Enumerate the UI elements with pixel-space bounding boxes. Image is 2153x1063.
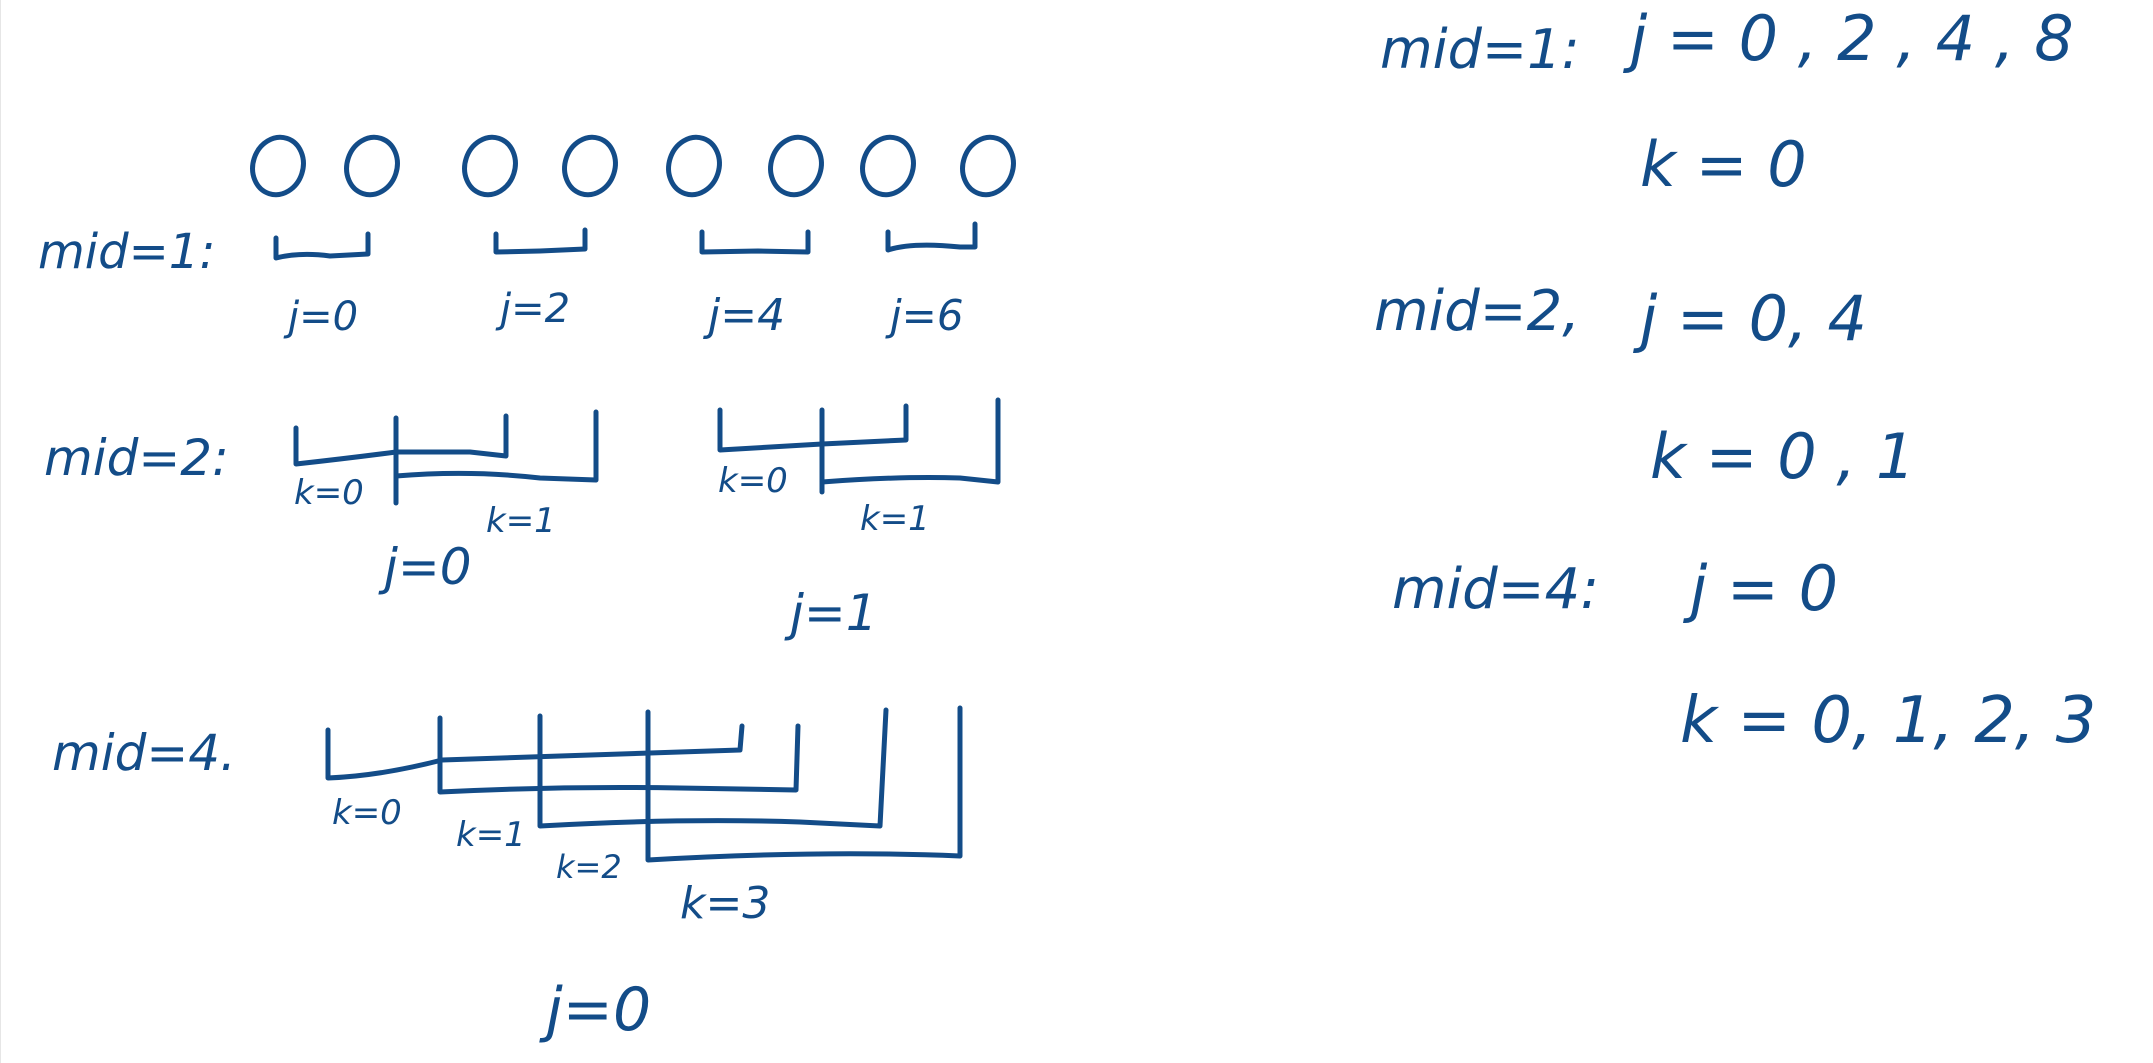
circle-6 <box>860 134 916 198</box>
circle-row <box>250 134 1016 198</box>
circle-5 <box>768 134 824 198</box>
mid1-j2-label: j=2 <box>495 286 570 332</box>
right-row2-j-values: j = 0, 4 <box>1633 282 1867 355</box>
circle-1 <box>344 134 400 198</box>
mid4-k3-label: k=3 <box>680 878 770 929</box>
circle-2 <box>462 134 518 198</box>
mid2-g0-k0-label: k=0 <box>294 473 364 513</box>
mid2-g0-k1-label: k=1 <box>486 501 556 541</box>
mid2-g1-k1-label: k=1 <box>860 499 930 539</box>
row-label-mid1: mid=1: <box>38 224 216 280</box>
mid1-j0-label: j=0 <box>283 294 358 340</box>
circle-0 <box>250 134 306 198</box>
mid2-g0-j-label: j=0 <box>378 538 472 596</box>
mid2-group0-brackets <box>293 409 599 506</box>
mid4-k0-label: k=0 <box>332 793 402 833</box>
right-row3-k-values: k = 0, 1, 2, 3 <box>1680 684 2096 758</box>
mid1-bracket-0 <box>273 231 371 261</box>
mid1-bracket-3 <box>885 221 978 253</box>
mid4-k2-label: k=2 <box>556 848 622 886</box>
right-row1-label: mid=1: <box>1380 18 1580 81</box>
right-row3-j-values: j = 0 <box>1683 552 1838 625</box>
mid1-bracket-1 <box>493 227 588 255</box>
circle-7 <box>960 134 1016 198</box>
right-row1-j-values: j = 0 , 2 , 4 , 8 <box>1623 2 2074 75</box>
circle-4 <box>666 134 722 198</box>
mid1-j4-label: j=4 <box>703 290 785 341</box>
mid1-j6-label: j=6 <box>885 291 964 340</box>
mid1-brackets <box>273 221 978 261</box>
right-row1-k-values: k = 0 <box>1640 128 1807 201</box>
mid1-bracket-2 <box>699 229 811 255</box>
mid2-g1-j-label: j=1 <box>784 584 878 642</box>
row-label-mid4: mid=4. <box>52 724 236 782</box>
right-row2-label: mid=2, <box>1374 279 1580 344</box>
circle-3 <box>562 134 618 198</box>
mid4-brackets <box>325 705 963 863</box>
row-label-mid2: mid=2: <box>44 429 229 487</box>
mid4-j-label: j=0 <box>539 975 651 1045</box>
mid2-g1-k0-label: k=0 <box>718 461 788 501</box>
mid2-group1-brackets <box>717 397 1001 495</box>
right-row3-label: mid=4: <box>1392 557 1599 622</box>
mid4-k1-label: k=1 <box>456 815 526 855</box>
right-row2-k-values: k = 0 , 1 <box>1650 420 1915 493</box>
